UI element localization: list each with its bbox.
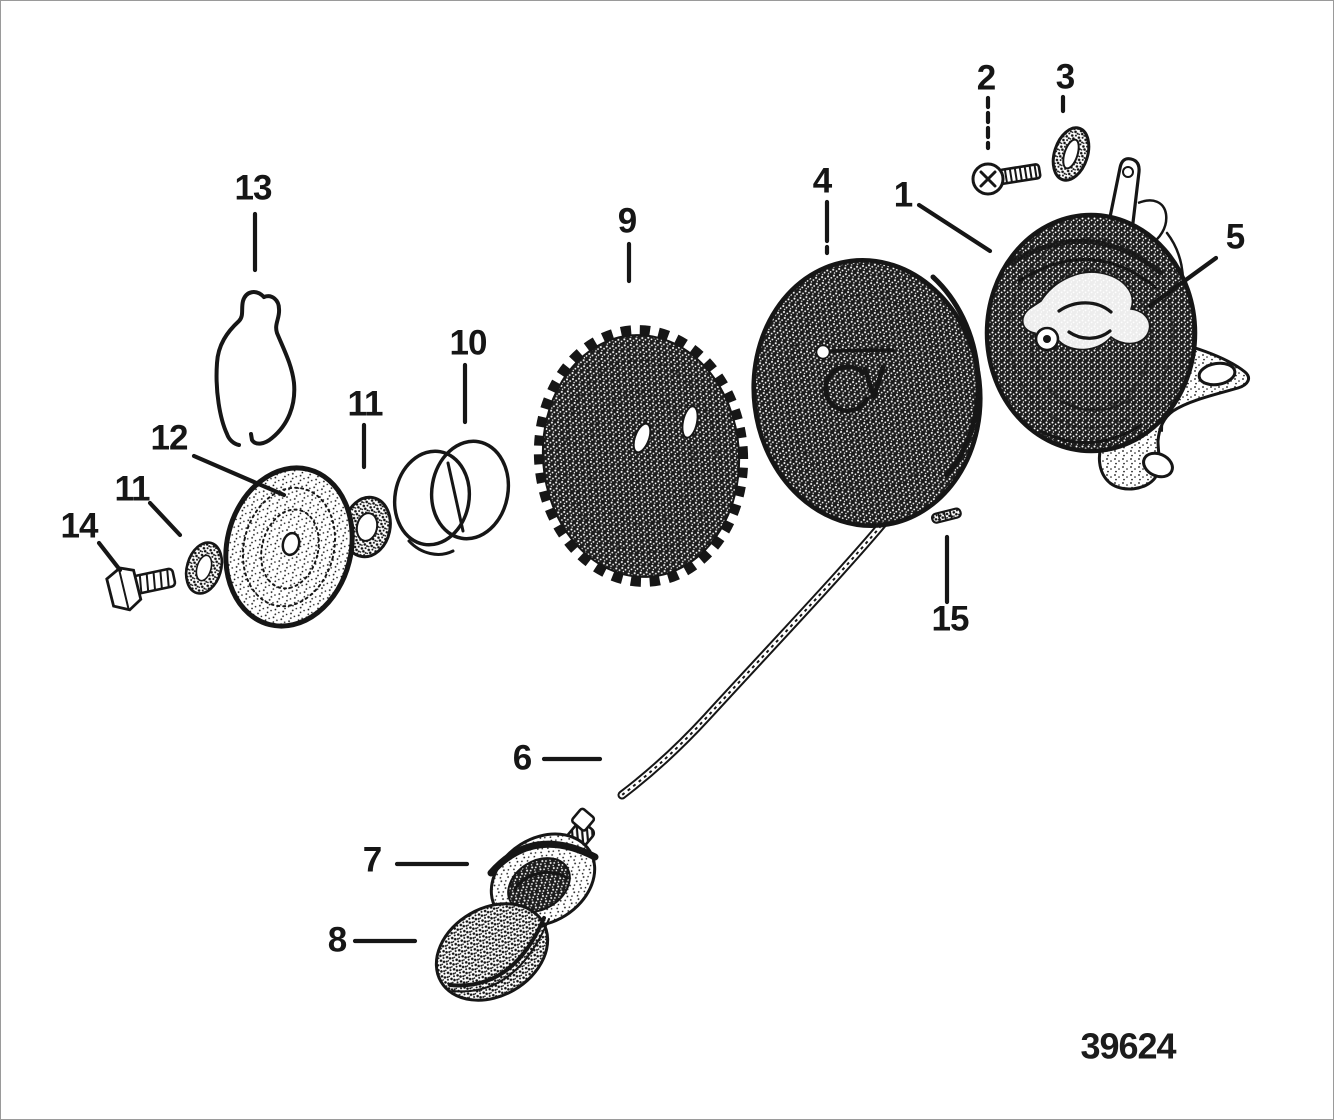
callout-5-leader xyxy=(1147,255,1219,309)
callout-1-leader xyxy=(916,202,993,254)
callout-leaders xyxy=(96,94,1219,944)
callout-2: 2 xyxy=(977,59,996,98)
callout-10: 10 xyxy=(450,324,487,363)
callout-6: 6 xyxy=(513,739,532,778)
callout-8: 8 xyxy=(328,921,347,960)
part-sprocket xyxy=(533,325,749,587)
callout-14: 14 xyxy=(61,507,99,546)
part-screw xyxy=(971,162,1042,196)
callout-12: 12 xyxy=(151,419,188,458)
part-washer-left xyxy=(184,541,224,595)
callout-11-left: 11 xyxy=(115,470,151,509)
part-starter-rope xyxy=(617,499,904,800)
part-spring xyxy=(392,439,511,556)
callout-5: 5 xyxy=(1226,218,1245,257)
part-starter-housing-assembly xyxy=(984,157,1250,491)
sprocket-teeth xyxy=(533,325,749,587)
part-pin xyxy=(930,507,962,524)
callout-4: 4 xyxy=(813,162,833,201)
lever-flap xyxy=(1137,199,1168,247)
part-hex-bolt xyxy=(105,566,177,612)
sprocket-slot xyxy=(632,422,652,454)
callout-9: 9 xyxy=(618,202,637,241)
callout-14-leader xyxy=(96,540,123,573)
part-wire-clip xyxy=(214,290,297,447)
part-rope-pulley xyxy=(751,258,983,528)
part-washer-mid xyxy=(342,495,392,559)
callout-7: 7 xyxy=(363,841,381,880)
bracket-hole-right xyxy=(1197,361,1237,387)
part-handle-cap xyxy=(434,902,550,1002)
callout-15: 15 xyxy=(932,600,969,639)
pulley-hole xyxy=(815,344,831,360)
bracket-hole-bottom xyxy=(1142,451,1174,479)
callout-11-mid: 11 xyxy=(348,385,384,424)
sprocket-slot xyxy=(681,405,699,439)
callout-13: 13 xyxy=(235,169,272,208)
callout-12-leader xyxy=(191,453,287,498)
pulley-body xyxy=(751,258,983,528)
callout-labels: 1 2 3 4 5 6 7 8 9 10 11 11 12 13 14 15 xyxy=(61,58,1246,960)
callout-11-left-leader xyxy=(147,500,183,538)
callout-1: 1 xyxy=(894,176,913,215)
disc-center-hole xyxy=(281,531,301,557)
part-pulley-disc xyxy=(223,465,355,629)
part-lock-washer xyxy=(1051,126,1091,182)
part-rope-handle xyxy=(487,807,599,928)
drawing-number: 39624 xyxy=(1080,1026,1176,1067)
callout-3: 3 xyxy=(1056,58,1075,97)
sprocket-body xyxy=(541,334,741,578)
